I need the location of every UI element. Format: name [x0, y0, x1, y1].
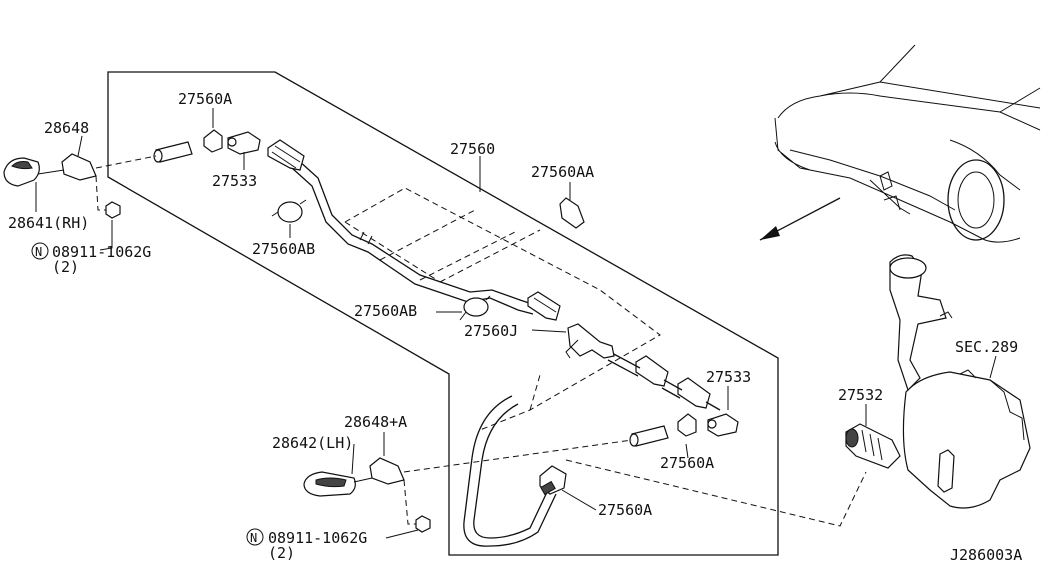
pipe-clip-mark: [359, 231, 373, 245]
label-27560A-top: 27560A: [178, 90, 232, 108]
pump-hose: [473, 403, 549, 539]
dash-bracket-nut-bottom: [403, 479, 416, 525]
vehicle-wheel: [947, 159, 1005, 241]
label-28648A: 28648+A: [344, 413, 407, 431]
dash-bracket-nut-top: [95, 175, 106, 211]
clip-27560A-right: [677, 413, 697, 437]
pipe-connector-mid: [527, 291, 561, 321]
label-qty-bottom: (2): [268, 544, 295, 562]
label-qty-top: (2): [52, 258, 79, 276]
label-27560A-right: 27560A: [660, 454, 714, 472]
label-27533-right: 27533: [706, 368, 751, 386]
bracket-28648: [61, 153, 97, 181]
clamp-27560AB-top: [277, 201, 303, 223]
pump-hose-inner: [463, 395, 557, 547]
label-08911-top: 08911-1062G: [52, 243, 151, 261]
diagram-id: J286003A: [950, 546, 1022, 564]
reservoir-tank: [902, 371, 1031, 509]
nut-bottom: [415, 515, 431, 533]
j-joint: [567, 323, 615, 359]
label-sec289: SEC.289: [955, 338, 1018, 356]
bracket-27560AA: [559, 197, 585, 229]
pipe-connector-top: [267, 139, 305, 171]
label-27533-top: 27533: [212, 172, 257, 190]
label-27560AB-top: 27560AB: [252, 240, 315, 258]
reservoir-cap: [889, 257, 927, 279]
label-28642-lh: 28642(LH): [272, 434, 353, 452]
nut-callout-bottom: N 08911-1062G (2): [246, 528, 367, 562]
pipe-connector-lower-1: [635, 355, 669, 387]
label-27560AB-mid: 27560AB: [354, 302, 417, 320]
washer-pump-27532: [845, 423, 901, 469]
label-27560: 27560: [450, 140, 495, 158]
dash-nozzle-hose-top: [95, 155, 157, 169]
arrow-head: [760, 226, 780, 240]
nut-top: [105, 201, 121, 219]
routing-guide: [344, 187, 661, 431]
connector-27533-right: [707, 413, 739, 437]
washer-pipe-main-inner: [291, 167, 534, 315]
label-27560J: 27560J: [464, 322, 518, 340]
vehicle-front: [774, 44, 1041, 243]
label-28641-rh: 28641(RH): [8, 214, 89, 232]
clamp-27560AB-mid: [463, 297, 489, 317]
nut-symbol-top: N: [35, 245, 42, 259]
reservoir-outlet: [937, 449, 955, 493]
label-27532: 27532: [838, 386, 883, 404]
assembly-frame: [107, 71, 779, 556]
nut-callout-top: N 08911-1062G (2): [31, 242, 151, 276]
label-08911-bottom: 08911-1062G: [268, 529, 367, 547]
connector-27533-top: [227, 131, 261, 155]
label-28648: 28648: [44, 119, 89, 137]
label-27560A-bottom: 27560A: [598, 501, 652, 519]
label-27560AA: 27560AA: [531, 163, 594, 181]
dash-hose-pump: [565, 459, 867, 527]
bracket-28648A: [369, 457, 405, 485]
washer-pipe-main: [297, 159, 536, 306]
dash-nozzle-hose-bottom: [403, 439, 633, 473]
clip-27560A-top: [203, 129, 223, 153]
pipe-connector-lower-2: [677, 377, 711, 409]
nut-symbol-bottom: N: [250, 531, 257, 545]
